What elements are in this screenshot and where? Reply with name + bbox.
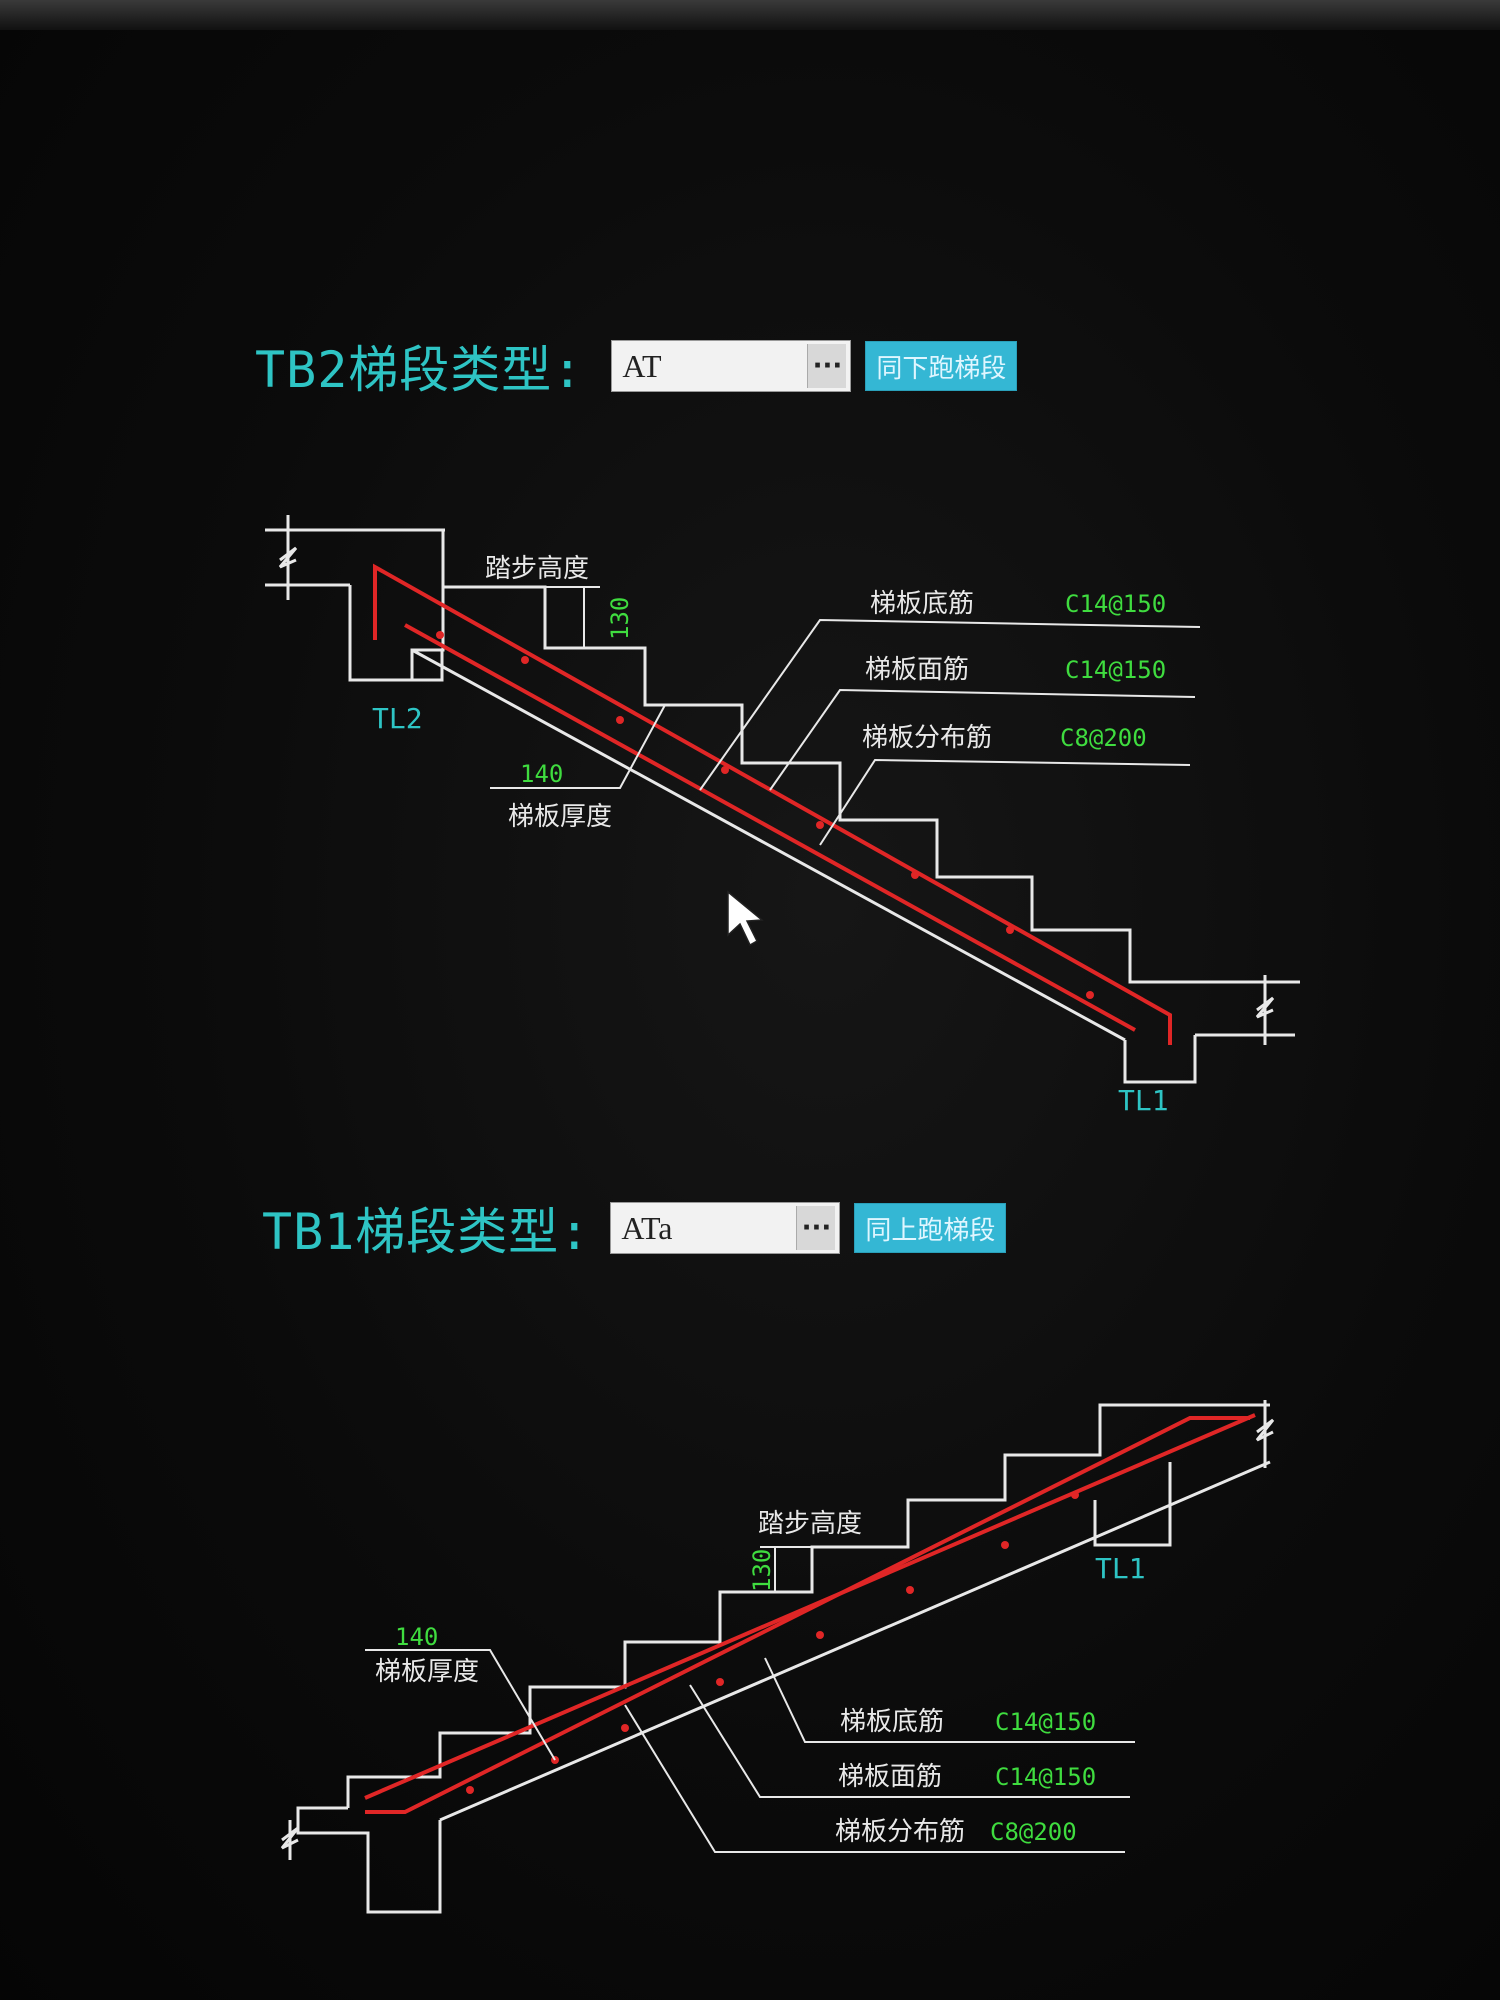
tb2-rebars — [373, 563, 1172, 1045]
tb1-steps-outline — [346, 1403, 1270, 1808]
tb1-step-height-value: 130 — [748, 1549, 776, 1592]
tb1-bottom-rebar-label: 梯板底筋 — [840, 1707, 944, 1737]
tb2-thickness-leader — [490, 704, 666, 789]
tb1-dist-rebar-value: C8@200 — [990, 1818, 1077, 1846]
tb1-rebar-leaders — [624, 1657, 1135, 1853]
tb1-beam-tl1 — [1093, 1462, 1172, 1547]
tb2-beam-tl1-label: TL1 — [1118, 1084, 1169, 1117]
tb2-type-row: TB2梯段类型: AT ··· 同下跑梯段 — [255, 330, 1018, 402]
tb2-bottom-rebar-label: 梯板底筋 — [870, 589, 974, 619]
tb1-type-label: TB1梯段类型: — [262, 1203, 591, 1261]
tb1-thickness-value: 140 — [395, 1623, 438, 1651]
tb2-type-select[interactable]: AT ··· — [611, 340, 852, 392]
monitor-edge-glare — [0, 0, 1500, 30]
tb1-thickness-label: 梯板厚度 — [375, 1657, 479, 1687]
tb2-stair-diagram: 踏步高度 130 140 梯板厚度 梯板底筋 C14@150 梯板面筋 C14@… — [265, 515, 1300, 1117]
tb1-top-rebar-value: C14@150 — [995, 1763, 1096, 1791]
tb1-bottom-rebar-value: C14@150 — [995, 1708, 1096, 1736]
tb1-step-height-label: 踏步高度 — [758, 1509, 862, 1539]
tb2-steps-outline — [348, 530, 1300, 984]
tb2-rebar-leaders — [699, 618, 1201, 846]
tb2-same-as-lower-button[interactable]: 同下跑梯段 — [865, 341, 1018, 391]
tb2-thickness-label: 梯板厚度 — [508, 802, 612, 832]
tb1-rebars — [364, 1413, 1256, 1814]
tb2-beam-tl1 — [1123, 1035, 1197, 1084]
pointer-cursor-icon — [727, 890, 764, 947]
tb1-type-row: TB1梯段类型: ATa ··· 同上跑梯段 — [262, 1192, 1007, 1264]
tb1-beam-bottom — [296, 1806, 442, 1914]
tb1-browse-button[interactable]: ··· — [796, 1206, 836, 1250]
tb2-browse-button[interactable]: ··· — [807, 344, 847, 388]
tb2-dist-rebar-label: 梯板分布筋 — [862, 723, 992, 753]
tb2-break-symbol-bottom — [1195, 975, 1295, 1045]
tb1-type-value: ATa — [621, 1209, 673, 1246]
tb1-top-rebar-label: 梯板面筋 — [838, 1762, 942, 1792]
tb2-thickness-value: 140 — [520, 760, 563, 788]
tb1-beam-tl1-label: TL1 — [1095, 1552, 1146, 1585]
tb1-stair-diagram: 踏步高度 130 140 梯板厚度 梯板底筋 C14@150 梯板面筋 C14@… — [280, 1400, 1275, 1914]
tb2-top-rebar-label: 梯板面筋 — [865, 655, 969, 685]
tb1-slab-soffit — [439, 1460, 1271, 1822]
tb1-break-symbols — [280, 1400, 1275, 1860]
tb2-bottom-rebar-value: C14@150 — [1065, 590, 1166, 618]
tb1-dist-rebar-label: 梯板分布筋 — [835, 1817, 965, 1847]
tb2-rebar-dots — [436, 631, 1094, 999]
tb2-type-label: TB2梯段类型: — [255, 341, 584, 399]
tb2-dist-rebar-value: C8@200 — [1060, 724, 1147, 752]
tb2-step-height-value: 130 — [606, 597, 634, 640]
tb2-step-height-label: 踏步高度 — [485, 554, 589, 584]
tb1-thickness-leader — [365, 1649, 556, 1761]
tb2-step-height-dim — [545, 586, 600, 649]
tb2-top-rebar-value: C14@150 — [1065, 656, 1166, 684]
tb2-break-symbol-top — [265, 515, 445, 600]
tb2-type-value: AT — [622, 347, 662, 384]
tb2-slab-soffit — [411, 648, 1126, 1042]
tb1-type-select[interactable]: ATa ··· — [610, 1202, 841, 1254]
tb2-beam-tl2-label: TL2 — [372, 702, 423, 735]
tb1-same-as-upper-button[interactable]: 同上跑梯段 — [854, 1203, 1007, 1253]
tb1-rebar-dots — [466, 1491, 1079, 1794]
tb1-step-height-dim — [760, 1546, 812, 1593]
